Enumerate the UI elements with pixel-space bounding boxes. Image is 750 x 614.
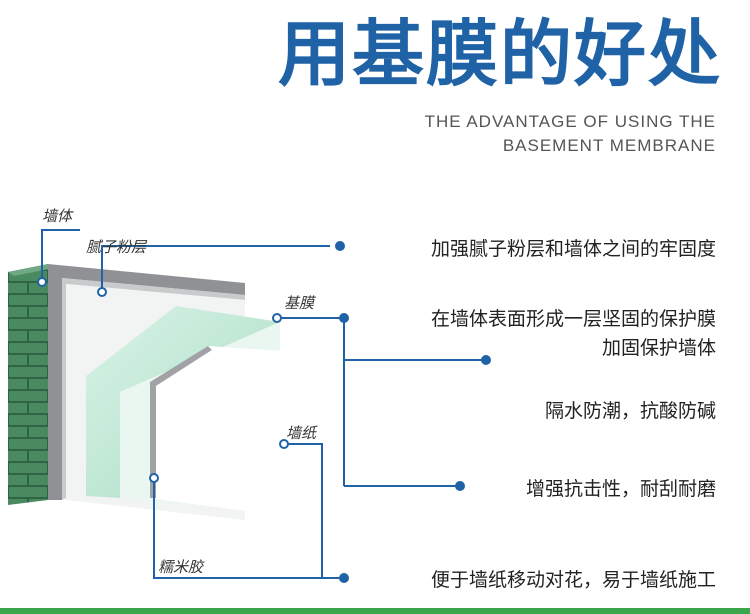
benefit-2: 在墙体表面形成一层坚固的保护膜 — [430, 308, 716, 330]
benefit-dots — [335, 241, 491, 583]
brick-wall — [8, 264, 54, 505]
page-title: 用基膜的好处 — [277, 12, 722, 96]
glue-dot — [149, 473, 159, 483]
benefit-6: 便于墙纸移动对花，易于墙纸施工 — [430, 569, 716, 591]
label-glue: 糯米胶 — [158, 558, 204, 576]
label-wall: 墙体 — [42, 207, 73, 225]
subtitle-line-1: THE ADVANTAGE OF USING THE — [424, 112, 716, 131]
bottom-accent-bar — [0, 608, 750, 614]
connector-dots — [37, 277, 289, 483]
wall-leader — [41, 229, 80, 280]
label-putty: 腻子粉层 — [86, 238, 147, 256]
benefit-1: 加强腻子粉层和墙体之间的牢固度 — [430, 238, 716, 260]
label-membrane: 基膜 — [284, 294, 315, 312]
benefit-5: 增强抗击性，耐刮耐磨 — [525, 478, 716, 500]
glue-leader — [153, 478, 322, 579]
wall-dot — [37, 277, 47, 287]
wallpaper-leader — [284, 443, 340, 579]
benefit-3: 加固保护墙体 — [601, 337, 716, 359]
subtitle-line-2: BASEMENT MEMBRANE — [502, 136, 716, 155]
wallpaper-dot — [279, 439, 289, 449]
label-wallpaper: 墙纸 — [286, 424, 317, 442]
wallpaper-layer — [150, 346, 300, 518]
benefit-4: 隔水防潮，抗酸防碱 — [544, 400, 716, 422]
membrane-dot — [272, 313, 282, 323]
putty-leader — [101, 245, 330, 292]
connector-lines — [41, 229, 486, 579]
putty-dot — [97, 287, 107, 297]
